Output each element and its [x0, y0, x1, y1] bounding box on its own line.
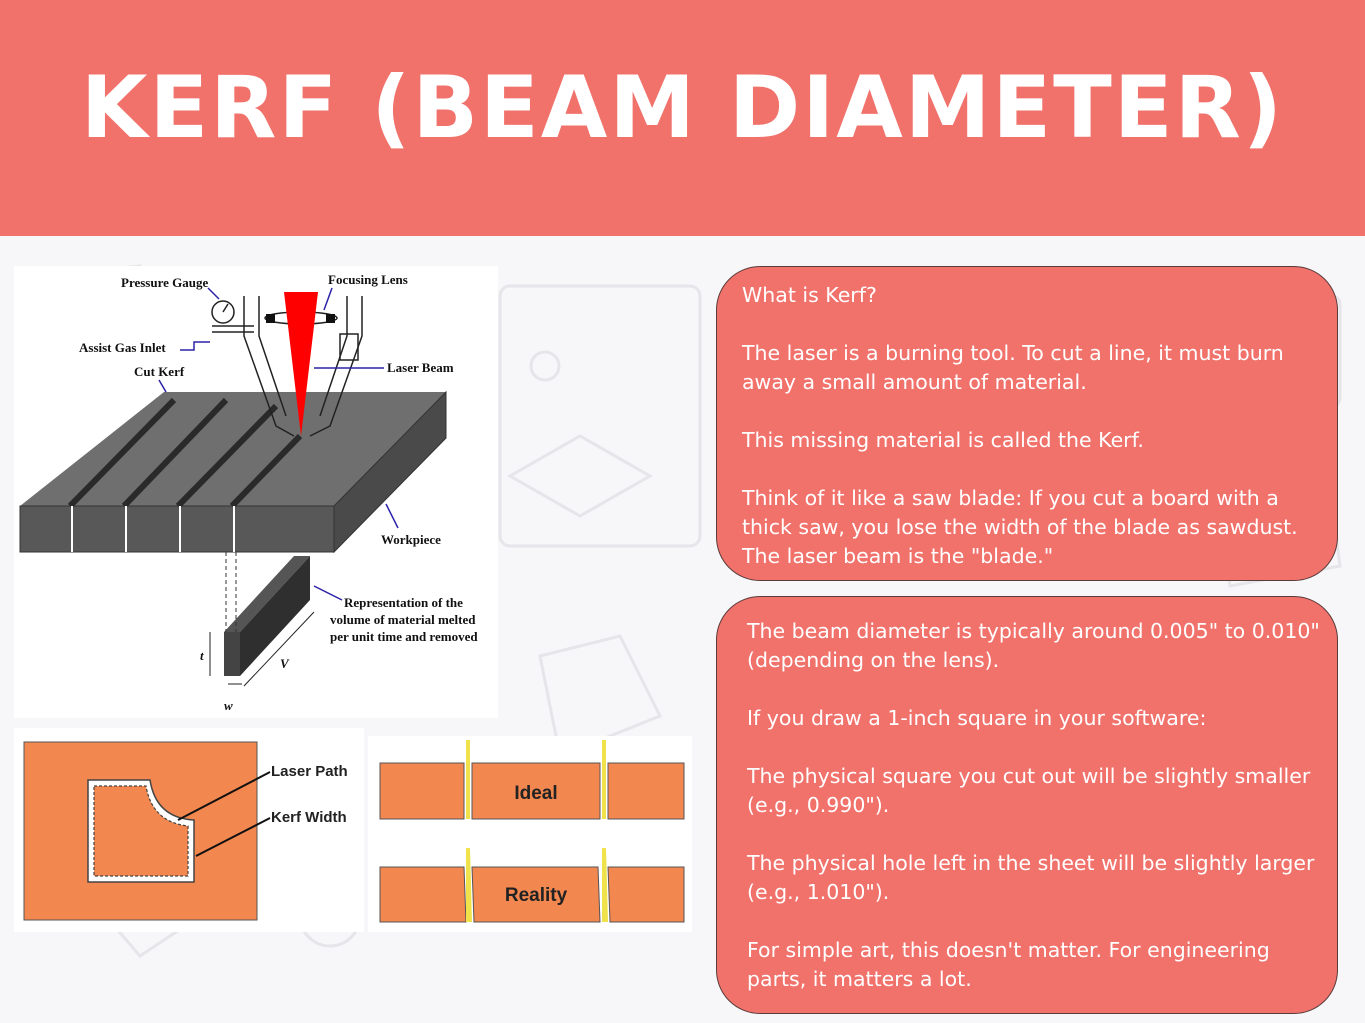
panel2-paragraph: The beam diameter is typically around 0.…	[747, 619, 1320, 672]
label-kerf-width: Kerf Width	[271, 809, 347, 826]
kerf-width-diagram: Laser Path Kerf Width	[14, 728, 364, 932]
panel1-paragraph: The laser is a burning tool. To cut a li…	[742, 341, 1284, 394]
ideal-vs-reality-diagram: Ideal Reality	[368, 736, 692, 932]
header-banner: KERF (BEAM DIAMETER)	[0, 0, 1365, 236]
panel1-paragraph: This missing material is called the Kerf…	[742, 428, 1144, 452]
label-t: t	[200, 648, 204, 663]
label-laser-beam: Laser Beam	[387, 360, 454, 375]
panel2-paragraph: If you draw a 1-inch square in your soft…	[747, 706, 1207, 730]
label-representation-1: Representation of the	[344, 595, 463, 610]
panel2-paragraph: The physical square you cut out will be …	[747, 764, 1311, 817]
label-ideal: Ideal	[514, 783, 557, 804]
panel2-paragraph: The physical hole left in the sheet will…	[747, 851, 1315, 904]
what-is-kerf-panel: What is Kerf? The laser is a burning too…	[716, 266, 1338, 581]
label-reality: Reality	[505, 885, 568, 906]
beam-ideal-1	[466, 740, 470, 819]
label-laser-path: Laser Path	[271, 763, 348, 780]
label-focusing-lens: Focusing Lens	[328, 272, 408, 287]
label-w: w	[224, 698, 233, 713]
panel1-heading: What is Kerf?	[742, 283, 877, 307]
beam-reality-1	[466, 848, 472, 922]
beam-reality-2	[602, 848, 608, 922]
label-assist-gas-inlet: Assist Gas Inlet	[79, 340, 166, 355]
page-title: KERF (BEAM DIAMETER)	[80, 58, 1285, 158]
panel2-paragraph: For simple art, this doesn't matter. For…	[747, 938, 1270, 991]
label-pressure-gauge: Pressure Gauge	[121, 275, 208, 290]
laser-beam-shape	[284, 292, 318, 436]
panel1-paragraph: Think of it like a saw blade: If you cut…	[742, 486, 1298, 568]
label-representation-3: per unit time and removed	[330, 629, 478, 644]
label-workpiece: Workpiece	[381, 532, 441, 547]
label-v: V	[280, 656, 290, 671]
label-representation-2: volume of material melted	[330, 612, 476, 627]
label-cut-kerf: Cut Kerf	[134, 364, 185, 379]
laser-cutting-diagram: Pressure Gauge Focusing Lens Assist Gas …	[14, 266, 498, 718]
beam-diameter-panel: The beam diameter is typically around 0.…	[716, 596, 1338, 1014]
beam-ideal-2	[602, 740, 606, 819]
